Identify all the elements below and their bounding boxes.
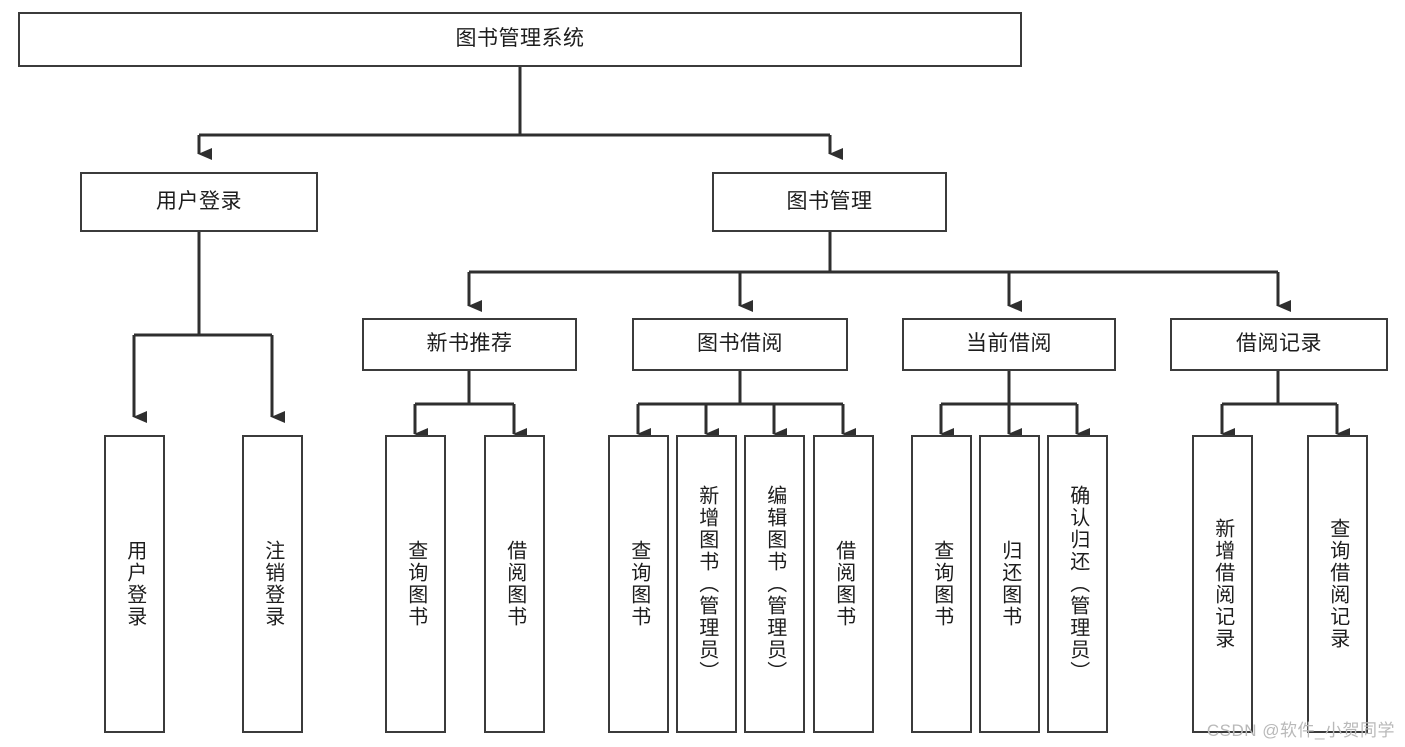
node-user-login[interactable]: 用户登录 (80, 172, 318, 232)
node-book-borrow-label: 图书借阅 (697, 332, 783, 356)
node-leaf-user-logout[interactable]: 注销登录 (242, 435, 303, 733)
node-root[interactable]: 图书管理系统 (18, 12, 1022, 67)
node-leaf-borrow-book-1[interactable]: 借阅图书 (484, 435, 545, 733)
csdn-watermark: CSDN @软件_小贺同学 (1206, 721, 1395, 740)
node-leaf-query-record-label: 查询借阅记录 (1326, 518, 1349, 650)
node-leaf-borrow-book-2-label: 借阅图书 (832, 540, 855, 628)
node-leaf-confirm-return[interactable]: 确认归还（管理员） (1047, 435, 1108, 733)
node-leaf-query-record[interactable]: 查询借阅记录 (1307, 435, 1368, 733)
node-leaf-user-login[interactable]: 用户登录 (104, 435, 165, 733)
node-book-manage-label: 图书管理 (786, 189, 873, 213)
node-leaf-borrow-book-1-label: 借阅图书 (503, 540, 526, 628)
node-leaf-query-book-1-label: 查询图书 (404, 540, 427, 628)
node-leaf-edit-book-label: 编辑图书（管理员） (763, 485, 786, 683)
node-leaf-return-book[interactable]: 归还图书 (979, 435, 1040, 733)
node-book-borrow[interactable]: 图书借阅 (632, 318, 848, 371)
node-leaf-query-book-2-label: 查询图书 (627, 540, 650, 628)
node-new-book-recommend[interactable]: 新书推荐 (362, 318, 577, 371)
node-leaf-add-book-label: 新增图书（管理员） (695, 485, 718, 683)
node-leaf-add-record-label: 新增借阅记录 (1211, 518, 1234, 650)
node-leaf-confirm-return-label: 确认归还（管理员） (1066, 485, 1089, 683)
node-leaf-query-book-3-label: 查询图书 (930, 540, 953, 628)
node-leaf-add-record[interactable]: 新增借阅记录 (1192, 435, 1253, 733)
node-new-book-recommend-label: 新书推荐 (426, 332, 513, 356)
node-current-borrow[interactable]: 当前借阅 (902, 318, 1116, 371)
node-leaf-query-book-3[interactable]: 查询图书 (911, 435, 972, 733)
node-leaf-borrow-book-2[interactable]: 借阅图书 (813, 435, 874, 733)
node-user-login-label: 用户登录 (156, 189, 242, 213)
node-leaf-query-book-1[interactable]: 查询图书 (385, 435, 446, 733)
node-leaf-add-book[interactable]: 新增图书（管理员） (676, 435, 737, 733)
node-book-manage[interactable]: 图书管理 (712, 172, 947, 232)
node-leaf-user-logout-label: 注销登录 (261, 540, 284, 628)
node-leaf-edit-book[interactable]: 编辑图书（管理员） (744, 435, 805, 733)
node-root-label: 图书管理系统 (455, 27, 585, 51)
node-borrow-record-label: 借阅记录 (1236, 332, 1322, 356)
node-leaf-return-book-label: 归还图书 (998, 540, 1021, 628)
node-borrow-record[interactable]: 借阅记录 (1170, 318, 1388, 371)
node-current-borrow-label: 当前借阅 (966, 332, 1052, 356)
node-leaf-query-book-2[interactable]: 查询图书 (608, 435, 669, 733)
node-leaf-user-login-label: 用户登录 (123, 540, 146, 628)
